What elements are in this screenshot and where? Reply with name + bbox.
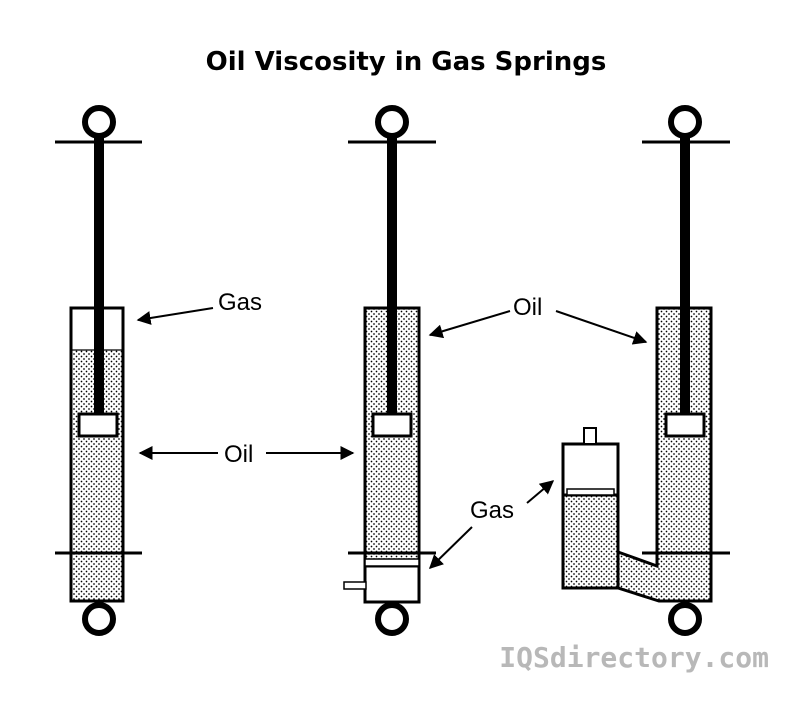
label-oil-top: Oil bbox=[513, 294, 542, 321]
diagram-title: Oil Viscosity in Gas Springs bbox=[206, 47, 607, 77]
eyelet-top-middle bbox=[375, 105, 409, 139]
watermark: IQSdirectory.com bbox=[499, 641, 769, 674]
spring-right bbox=[561, 105, 730, 636]
fill-valve-middle bbox=[343, 581, 367, 590]
gas-chamber-right bbox=[564, 445, 617, 490]
piston-right bbox=[664, 412, 706, 438]
floating-piston-right bbox=[566, 488, 615, 496]
eyelet-bottom-left bbox=[82, 602, 116, 636]
eyelet-bottom-right bbox=[668, 602, 702, 636]
arrow-oil-top-to-right bbox=[555, 310, 648, 345]
piston-rod-left bbox=[94, 136, 104, 415]
eyelet-bottom-middle bbox=[375, 602, 409, 636]
arrow-oil-top-to-middle bbox=[428, 310, 511, 339]
piston-rod-right bbox=[680, 136, 690, 415]
label-gas-middle: Gas bbox=[470, 497, 514, 524]
eyelet-top-left bbox=[82, 105, 116, 139]
floating-piston-middle bbox=[364, 558, 420, 567]
arrow-gas-to-right bbox=[526, 480, 555, 504]
piston-middle bbox=[371, 412, 413, 438]
label-oil-left: Oil bbox=[224, 441, 253, 468]
arrow-gas-left bbox=[136, 307, 214, 325]
fill-valve-right bbox=[583, 427, 597, 445]
spring-middle bbox=[343, 105, 436, 636]
piston-rod-middle bbox=[387, 136, 397, 415]
eyelet-top-right bbox=[668, 105, 702, 139]
arrow-gas-to-middle bbox=[428, 526, 473, 569]
spring-left bbox=[55, 105, 142, 636]
gas-chamber-middle bbox=[363, 564, 421, 604]
piston-left bbox=[77, 412, 119, 438]
label-gas-left: Gas bbox=[218, 289, 262, 316]
